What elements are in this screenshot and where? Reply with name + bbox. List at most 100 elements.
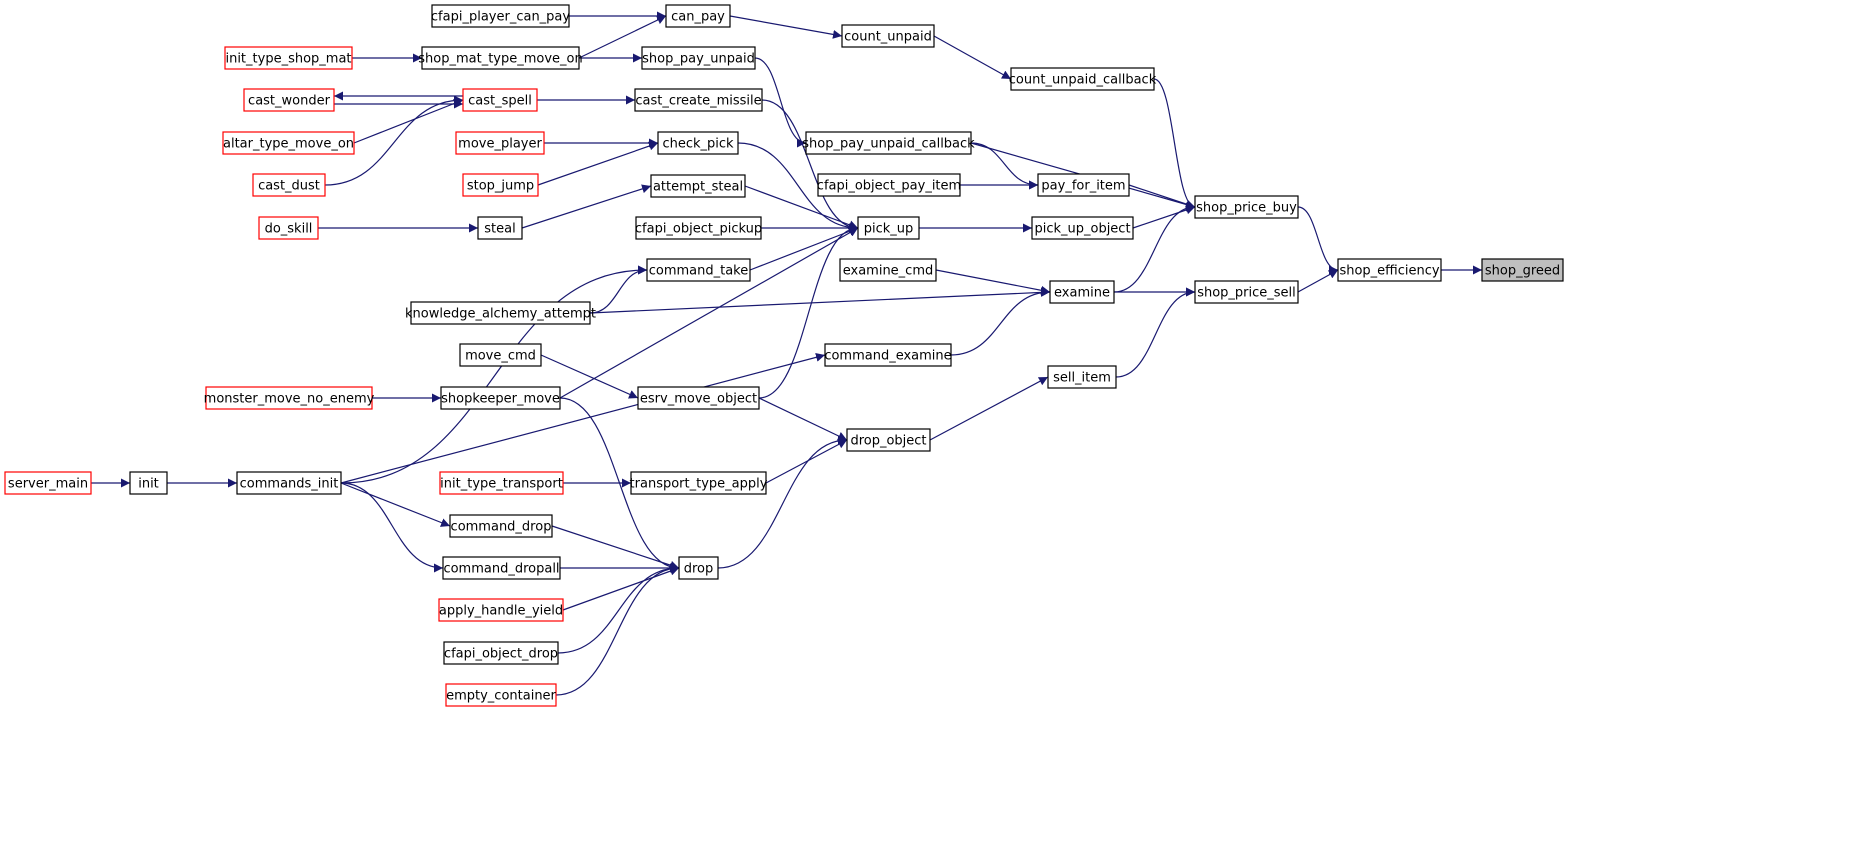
edge-steal-to-attempt_steal: [521, 184, 652, 229]
nodes: shop_greedshop_efficiencyshop_price_buys…: [4, 4, 1564, 707]
node-init_type_shop_mat[interactable]: init_type_shop_mat: [224, 46, 353, 70]
node-box-stop_jump: [462, 173, 539, 197]
node-label-sell_item: sell_item: [1053, 371, 1111, 386]
edge-commands_init-to-command_dropall: [340, 482, 444, 573]
node-box-check_pick: [657, 131, 739, 155]
node-commands_init[interactable]: commands_init: [236, 471, 342, 495]
node-label-attempt_steal: attempt_steal: [653, 180, 743, 195]
node-steal[interactable]: steal: [477, 216, 523, 240]
node-server_main[interactable]: server_main: [4, 471, 92, 495]
node-examine_cmd[interactable]: examine_cmd: [839, 258, 937, 282]
node-pick_up[interactable]: pick_up: [857, 216, 920, 240]
node-box-cfapi_object_drop: [443, 641, 559, 665]
edge-shop_pay_unpaid_callback-to-pay_for_item: [970, 142, 1039, 190]
node-label-drop: drop: [684, 562, 714, 577]
node-box-examine_cmd: [839, 258, 937, 282]
node-altar_type_move_on[interactable]: altar_type_move_on: [222, 131, 355, 155]
edge-knowledge_alchemy_attempt-to-command_take: [589, 265, 648, 314]
node-count_unpaid[interactable]: count_unpaid: [841, 24, 935, 48]
node-label-cfapi_object_pay_item: cfapi_object_pay_item: [817, 179, 961, 194]
node-drop[interactable]: drop: [678, 556, 719, 580]
node-esrv_move_object[interactable]: esrv_move_object: [637, 386, 760, 410]
node-cfapi_object_drop[interactable]: cfapi_object_drop: [443, 641, 559, 665]
node-knowledge_alchemy_attempt[interactable]: knowledge_alchemy_attempt: [405, 301, 596, 325]
node-command_dropall[interactable]: command_dropall: [442, 556, 561, 580]
node-label-shop_greed: shop_greed: [1485, 264, 1560, 279]
edge-examine_cmd-to-examine: [935, 269, 1051, 295]
node-pick_up_object[interactable]: pick_up_object: [1031, 216, 1134, 240]
node-cfapi_object_pay_item[interactable]: cfapi_object_pay_item: [817, 173, 961, 197]
node-label-init_type_transport: init_type_transport: [440, 477, 563, 492]
edge-shopkeeper_move-to-drop: [559, 397, 680, 573]
node-apply_handle_yield[interactable]: apply_handle_yield: [438, 598, 564, 622]
node-label-can_pay: can_pay: [671, 10, 725, 25]
node-shop_pay_unpaid_callback[interactable]: shop_pay_unpaid_callback: [802, 131, 975, 155]
node-move_cmd[interactable]: move_cmd: [459, 343, 542, 367]
node-transport_type_apply[interactable]: transport_type_apply: [630, 471, 768, 495]
node-empty_container[interactable]: empty_container: [445, 683, 557, 707]
node-cast_wonder[interactable]: cast_wonder: [243, 88, 335, 112]
edge-stop_jump-to-check_pick: [537, 141, 659, 186]
node-label-pick_up: pick_up: [864, 222, 914, 237]
node-label-steal: steal: [484, 222, 515, 237]
node-command_drop[interactable]: command_drop: [449, 514, 553, 538]
node-box-cast_spell: [462, 88, 538, 112]
node-cast_spell[interactable]: cast_spell: [462, 88, 538, 112]
node-check_pick[interactable]: check_pick: [657, 131, 739, 155]
node-pay_for_item[interactable]: pay_for_item: [1037, 173, 1130, 197]
node-cast_dust[interactable]: cast_dust: [252, 173, 326, 197]
node-shop_price_sell[interactable]: shop_price_sell: [1194, 280, 1299, 304]
node-shop_pay_unpaid[interactable]: shop_pay_unpaid: [641, 46, 756, 70]
edge-commands_init-to-command_drop: [340, 482, 451, 527]
node-shop_price_buy[interactable]: shop_price_buy: [1194, 195, 1299, 219]
node-label-shop_price_buy: shop_price_buy: [1196, 201, 1297, 216]
node-cfapi_object_pickup[interactable]: cfapi_object_pickup: [635, 216, 762, 240]
node-sell_item[interactable]: sell_item: [1047, 365, 1117, 389]
node-label-move_player: move_player: [458, 137, 542, 152]
node-init[interactable]: init: [129, 471, 168, 495]
node-init_type_transport[interactable]: init_type_transport: [439, 471, 564, 495]
node-box-knowledge_alchemy_attempt: [410, 301, 591, 325]
node-monster_move_no_enemy[interactable]: monster_move_no_enemy: [204, 386, 375, 410]
node-box-cfapi_object_pay_item: [817, 173, 961, 197]
node-shop_greed[interactable]: shop_greed: [1481, 258, 1564, 282]
node-command_take[interactable]: command_take: [646, 258, 751, 282]
node-shop_mat_type_move_on[interactable]: shop_mat_type_move_on: [418, 46, 583, 70]
node-count_unpaid_callback[interactable]: count_unpaid_callback: [1009, 67, 1157, 91]
node-label-shop_mat_type_move_on: shop_mat_type_move_on: [418, 52, 583, 67]
node-label-shopkeeper_move: shopkeeper_move: [441, 392, 560, 407]
node-cfapi_player_can_pay[interactable]: cfapi_player_can_pay: [431, 4, 570, 28]
node-box-apply_handle_yield: [438, 598, 564, 622]
node-box-command_drop: [449, 514, 553, 538]
node-move_player[interactable]: move_player: [455, 131, 545, 155]
node-label-cast_wonder: cast_wonder: [248, 94, 331, 109]
node-box-init_type_transport: [439, 471, 564, 495]
node-drop_object[interactable]: drop_object: [846, 428, 931, 452]
node-label-do_skill: do_skill: [265, 222, 313, 237]
node-box-commands_init: [236, 471, 342, 495]
node-box-esrv_move_object: [637, 386, 760, 410]
edge-command_examine-to-examine: [950, 287, 1051, 356]
node-box-shop_pay_unpaid_callback: [805, 131, 972, 155]
edge-apply_handle_yield-to-drop: [562, 566, 680, 611]
node-cast_create_missile[interactable]: cast_create_missile: [634, 88, 763, 112]
node-stop_jump[interactable]: stop_jump: [462, 173, 539, 197]
node-box-shop_efficiency: [1337, 258, 1442, 282]
node-label-altar_type_move_on: altar_type_move_on: [223, 137, 354, 152]
node-command_examine[interactable]: command_examine: [824, 343, 952, 367]
node-examine[interactable]: examine: [1049, 280, 1115, 304]
node-can_pay[interactable]: can_pay: [665, 4, 731, 28]
node-box-shop_price_buy: [1194, 195, 1299, 219]
node-do_skill[interactable]: do_skill: [258, 216, 319, 240]
node-label-cfapi_object_drop: cfapi_object_drop: [444, 647, 558, 662]
node-shop_efficiency[interactable]: shop_efficiency: [1337, 258, 1442, 282]
node-shopkeeper_move[interactable]: shopkeeper_move: [440, 386, 561, 410]
node-attempt_steal[interactable]: attempt_steal: [650, 174, 746, 198]
node-label-init_type_shop_mat: init_type_shop_mat: [225, 52, 351, 67]
edge-esrv_move_object-to-drop_object: [758, 397, 848, 441]
edge-commands_init-to-command_take: [340, 265, 648, 484]
node-box-command_take: [646, 258, 751, 282]
node-label-command_drop: command_drop: [451, 520, 552, 535]
node-label-shop_pay_unpaid: shop_pay_unpaid: [642, 52, 755, 67]
